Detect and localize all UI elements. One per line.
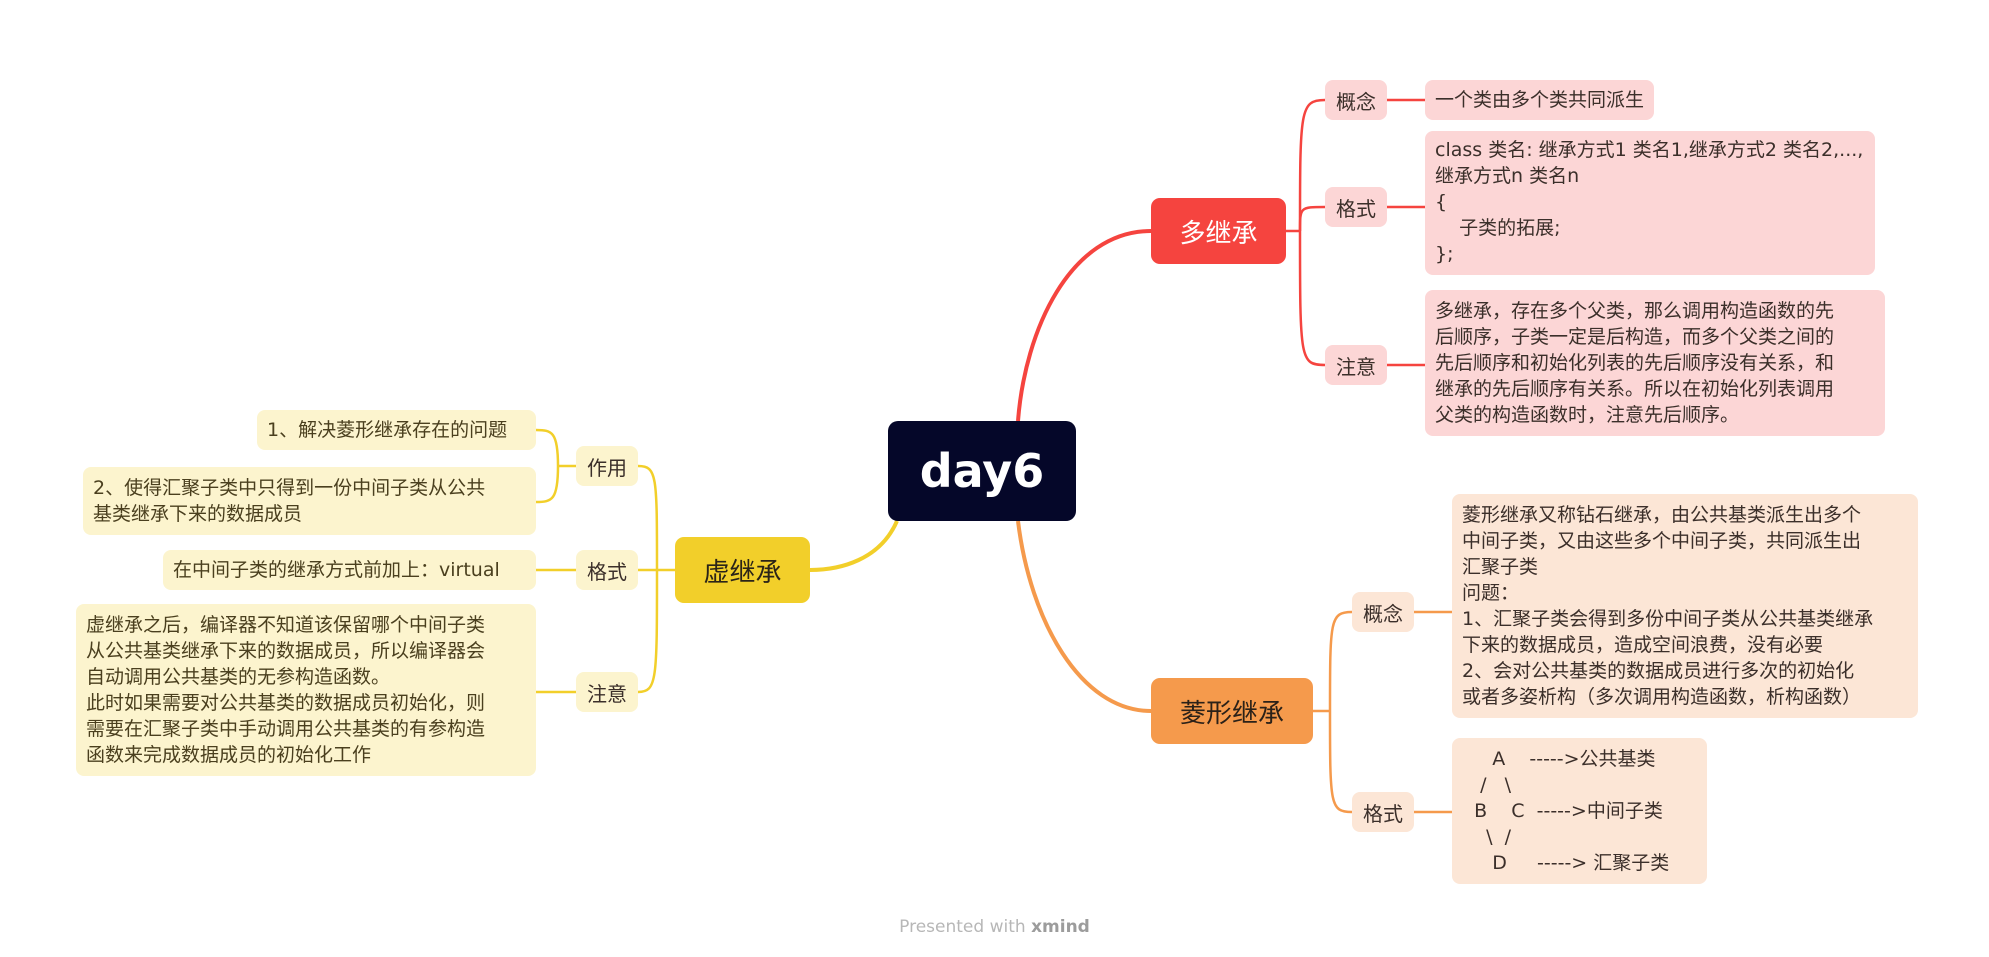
subtopic-diamond-concept[interactable]: 概念 xyxy=(1352,592,1414,632)
leaf-multi-note-text[interactable]: 多继承，存在多个父类，那么调用构造函数的先 后顺序，子类一定是后构造，而多个父类… xyxy=(1425,290,1885,436)
subtopic-multi-concept[interactable]: 概念 xyxy=(1325,80,1387,120)
leaf-diamond-concept-text[interactable]: 菱形继承又称钻石继承，由公共基类派生出多个 中间子类，又由这些多个中间子类，共同… xyxy=(1452,494,1918,718)
topic-virtual-inheritance[interactable]: 虚继承 xyxy=(675,537,810,603)
root-topic[interactable]: day6 xyxy=(888,421,1076,521)
subtopic-virtual-purpose[interactable]: 作用 xyxy=(576,446,638,486)
leaf-virtual-format-text[interactable]: 在中间子类的继承方式前加上：virtual xyxy=(163,550,536,590)
subtopic-diamond-format[interactable]: 格式 xyxy=(1352,792,1414,832)
subtopic-multi-format[interactable]: 格式 xyxy=(1325,187,1387,227)
leaf-virtual-note-text[interactable]: 虚继承之后，编译器不知道该保留哪个中间子类 从公共基类继承下来的数据成员，所以编… xyxy=(76,604,536,776)
subtopic-multi-note[interactable]: 注意 xyxy=(1325,345,1387,385)
leaf-diamond-format-text[interactable]: A ----->公共基类 / \ B C ----->中间子类 \ / D --… xyxy=(1452,738,1707,884)
presented-with-footer: Presented with xmind xyxy=(0,917,1989,937)
topic-diamond-inheritance[interactable]: 菱形继承 xyxy=(1151,678,1313,744)
xmind-brand: xmind xyxy=(1031,917,1090,937)
footer-prefix: Presented with xyxy=(899,917,1032,937)
subtopic-virtual-format[interactable]: 格式 xyxy=(576,550,638,590)
leaf-virtual-purpose-1[interactable]: 1、解决菱形继承存在的问题 xyxy=(257,410,536,450)
leaf-multi-concept-text[interactable]: 一个类由多个类共同派生 xyxy=(1425,80,1655,120)
subtopic-virtual-note[interactable]: 注意 xyxy=(576,672,638,712)
topic-multi-inheritance[interactable]: 多继承 xyxy=(1151,198,1286,264)
leaf-multi-format-text[interactable]: class 类名: 继承方式1 类名1,继承方式2 类名2,..., 继承方式n… xyxy=(1425,131,1875,275)
leaf-virtual-purpose-2[interactable]: 2、使得汇聚子类中只得到一份中间子类从公共 基类继承下来的数据成员 xyxy=(83,467,536,535)
